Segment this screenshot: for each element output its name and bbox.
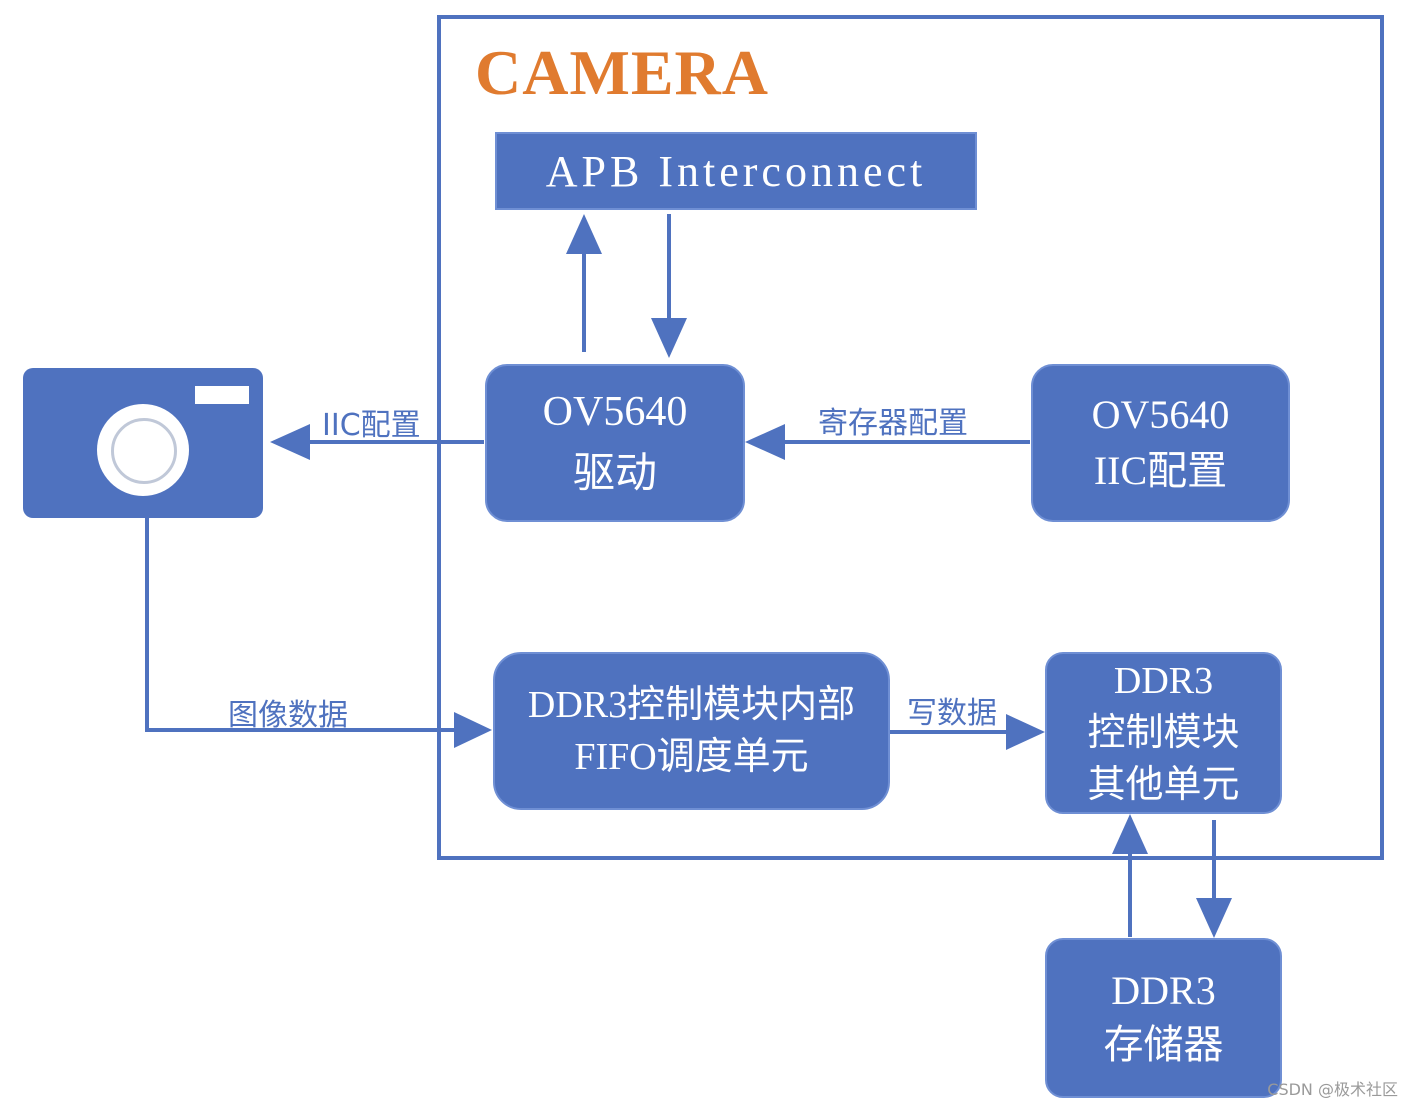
ddr3-control-box: DDR3 控制模块 其他单元 [1045,652,1282,814]
ov5640-iic-config-box: OV5640 IIC配置 [1031,364,1290,522]
camera-flash [195,386,249,404]
fifo-line2: FIFO调度单元 [574,736,809,778]
arrowhead-right-ddr3 [1006,714,1045,750]
edge-label-image-data: 图像数据 [228,698,348,733]
arrowhead-right-fifo [454,712,492,748]
ddr3-mem-line2: 存储器 [1103,1022,1224,1067]
camera-lens-inner [111,418,177,484]
iic-cfg-line2: IIC配置 [1093,448,1228,493]
fifo-schedule-box: DDR3控制模块内部 FIFO调度单元 [493,652,890,810]
ov5640-driver-box: OV5640 驱动 [485,364,745,522]
fifo-line1: DDR3控制模块内部 [527,684,856,726]
ddr3-ctrl-line2: 控制模块 [1087,712,1240,754]
arrowhead-up-apb [566,214,602,254]
driver-line2: 驱动 [572,451,657,497]
camera-module-frame [437,15,1384,860]
camera-icon [23,368,263,518]
arrowhead-left-camera [270,424,310,460]
driver-line1: OV5640 [542,389,688,435]
edge-label-register: 寄存器配置 [818,406,968,441]
watermark: CSDN @极术社区 [1267,1080,1398,1099]
edge-label-write-data: 写数据 [907,696,997,731]
arrowhead-up-ddr3 [1112,814,1148,854]
edge-label-iic: IIC配置 [322,408,421,443]
ddr3-memory-box: DDR3 存储器 [1045,938,1282,1098]
ddr3-mem-line1: DDR3 [1111,968,1216,1013]
arrow-camera-to-fifo [145,518,458,732]
ddr3-ctrl-line3: 其他单元 [1087,764,1240,806]
apb-interconnect-box: APB Interconnect [495,132,977,210]
arrowhead-down-driver [651,318,687,358]
iic-cfg-line1: OV5640 [1091,392,1230,437]
diagram-title: CAMERA [475,37,769,108]
ddr3-ctrl-line1: DDR3 [1113,660,1214,702]
arrowhead-down-mem [1196,898,1232,938]
arrowhead-left-driver [745,424,785,460]
